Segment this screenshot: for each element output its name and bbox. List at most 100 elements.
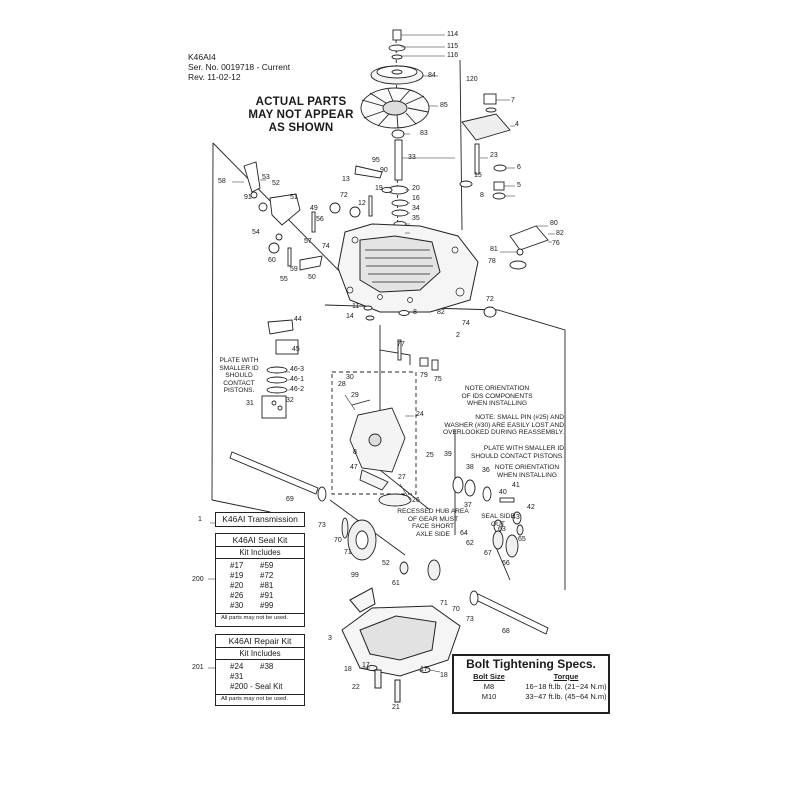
swash-plate-stack (261, 319, 299, 419)
callout-label: 80 (550, 220, 558, 227)
callout-label: 59 (290, 266, 298, 273)
callout-label: 12 (358, 200, 366, 207)
callout-label: 63 (498, 526, 506, 533)
callout-label: 34 (412, 205, 420, 212)
callout-label: 51 (290, 194, 298, 201)
assembly-frame-line (211, 499, 271, 513)
callout-label: 58 (218, 178, 226, 185)
callout-label: 83 (420, 130, 428, 137)
callout-label: 72 (340, 192, 348, 199)
callout-label: 115 (447, 43, 459, 50)
callout-label: 46-3 (290, 366, 305, 373)
callout-label: 69 (286, 496, 294, 503)
callout-label: 35 (412, 215, 420, 222)
callout-label: 13 (342, 176, 350, 183)
seal-kit-table: K46AI Seal Kit Kit Includes #17#59 #19#7… (215, 533, 305, 627)
callout-label: 95 (372, 157, 380, 164)
callout-label: 81 (490, 246, 498, 253)
callout-label: 19 (375, 185, 383, 192)
callout-label: 4 (515, 121, 519, 128)
callout-label: 11 (352, 303, 360, 310)
callout-label: 8 (413, 309, 417, 316)
assembly-frame-line (459, 59, 463, 231)
pulley-stack (370, 29, 424, 85)
callout-label: 67 (484, 550, 492, 557)
callout-label: 76 (552, 240, 560, 247)
callout-label: 15 (474, 172, 482, 179)
callout-label: 74 (462, 320, 470, 327)
callout-label: 37 (464, 502, 472, 509)
serial-number: Ser. No. 0019718 - Current (188, 62, 291, 72)
callout-label: 31 (246, 400, 254, 407)
callout-label: 70 (334, 537, 342, 544)
callout-label: 39 (444, 451, 452, 458)
callout-label: 49 (310, 205, 318, 212)
callout-label: 45 (292, 346, 300, 353)
assembly-frame-line (494, 544, 511, 581)
control-arm-assembly (243, 161, 361, 271)
callout-label: 2 (456, 332, 460, 339)
callout-label: 33 (408, 154, 416, 161)
callout-label: 40 (499, 489, 507, 496)
callout-label: 32 (286, 397, 294, 404)
callout-label: 65 (518, 536, 526, 543)
repair-kit-table: K46AI Repair Kit Kit Includes #24#38 #31… (215, 634, 305, 706)
callout-label: 61 (392, 580, 400, 587)
callout-label: 70 (452, 606, 460, 613)
transmission-ref: 1 (198, 516, 202, 523)
center-pump-block (349, 399, 412, 507)
seal-kit-ref: 200 (192, 576, 204, 583)
callout-label: 8 (353, 449, 357, 456)
callout-label: 42 (527, 504, 535, 511)
callout-label: 14 (346, 313, 354, 320)
callout-label: 62 (466, 540, 474, 547)
callout-label: 29 (351, 392, 359, 399)
disclaimer: ACTUAL PARTS MAY NOT APPEAR AS SHOWN (248, 96, 354, 134)
cover-plate (461, 113, 511, 141)
callout-label: 16 (412, 195, 420, 202)
seal-kit-items: #17#59 #19#72 #20#81 #26#91 #30#99 (230, 561, 274, 610)
callout-label: 26 (412, 497, 420, 504)
callout-label: 99 (351, 572, 359, 579)
callout-label: 71 (344, 549, 352, 556)
callout-label: 85 (440, 102, 448, 109)
input-shaft (387, 129, 409, 236)
transmission-label: K46AI Transmission (215, 512, 305, 527)
callout-label: 25 (426, 452, 434, 459)
callout-label: 77 (397, 341, 405, 348)
callout-label: 46-2 (290, 386, 305, 393)
left-axle (229, 451, 327, 502)
callout-label: 82 (556, 230, 564, 237)
callout-label: 28 (338, 381, 346, 388)
assembly-frame-line (211, 142, 214, 501)
callout-label: 90 (380, 167, 388, 174)
bypass-arm (509, 225, 549, 251)
callout-label: 82 (437, 309, 445, 316)
right-axle (469, 590, 549, 635)
callout-label: 7 (511, 97, 515, 104)
callout-label: 6 (517, 164, 521, 171)
callout-label: 17 (420, 666, 428, 673)
seal-kit-footnote: All parts may not be used. (216, 613, 304, 623)
callout-label: 18 (440, 672, 448, 679)
callout-label: 24 (416, 411, 424, 418)
repair-kit-footnote: All parts may not be used. (216, 694, 304, 704)
callout-label: 38 (466, 464, 474, 471)
revision-date: Rev. 11-02-12 (188, 72, 241, 82)
callout-label: 21 (392, 704, 400, 711)
callout-label: 57 (304, 238, 312, 245)
callout-label: 43 (512, 514, 520, 521)
callout-label: 56 (316, 216, 324, 223)
repair-kit-title: K46AI Repair Kit (216, 635, 304, 648)
callout-label: 116 (447, 52, 459, 59)
callout-label: 72 (486, 296, 494, 303)
callout-label: 3 (328, 635, 332, 642)
